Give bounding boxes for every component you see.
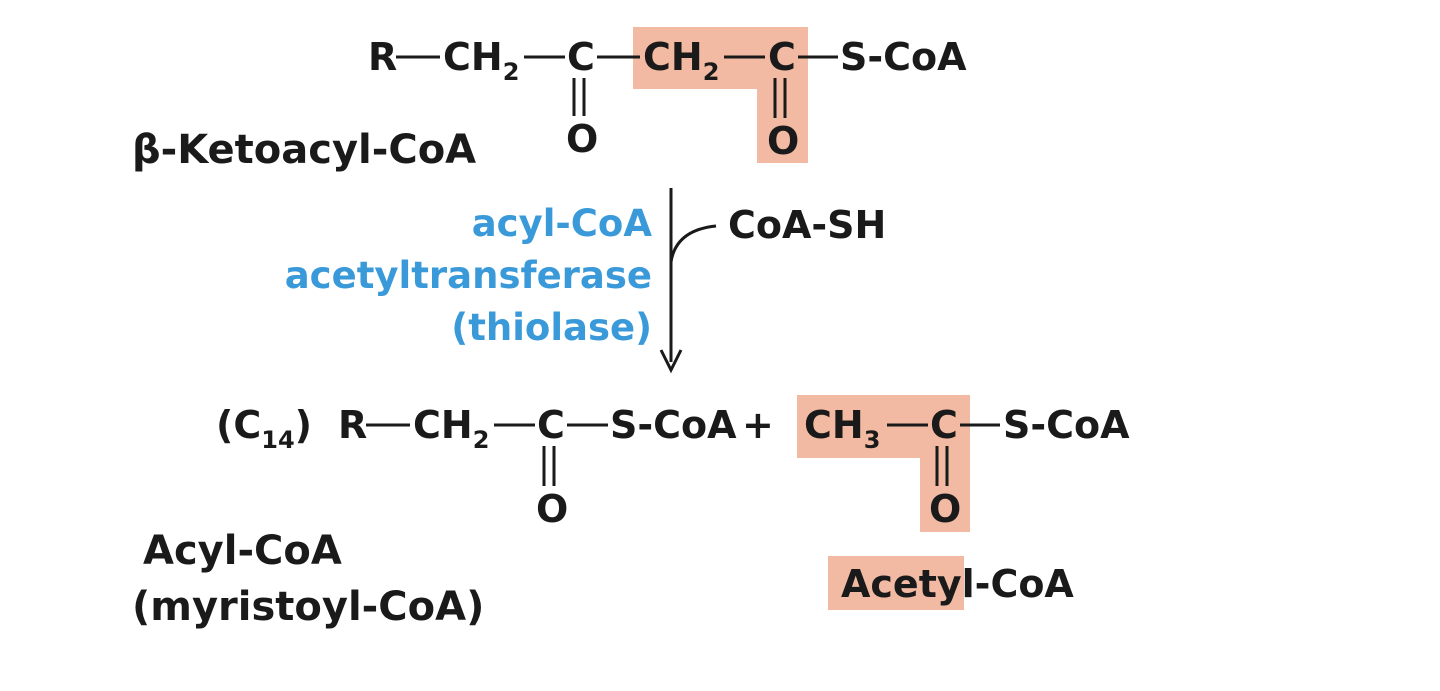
plus-sign: + — [742, 403, 774, 447]
acetyl-scoa: S-CoA — [1003, 403, 1130, 447]
enzyme-name-line3: (thiolase) — [451, 306, 652, 349]
acyl-coa-name: Acyl-CoA — [143, 528, 342, 574]
acyl-coa-structure: R CH2 C O S-CoA — [338, 403, 737, 531]
acyl-o: O — [536, 487, 568, 531]
acyl-scoa: S-CoA — [610, 403, 737, 447]
substrate-o1: O — [566, 117, 598, 161]
substrate-ch2-a: CH2 — [443, 35, 519, 86]
myristoyl-coa-name: (myristoyl-CoA) — [132, 584, 484, 630]
acetyl-coa-name: Acetyl-CoA — [841, 562, 1074, 606]
substrate-ch2-b: CH2 — [643, 35, 719, 86]
coash-curved-arrow — [669, 224, 717, 263]
substrate-c1: C — [567, 35, 595, 79]
substrate-scoa: S-CoA — [840, 35, 967, 79]
reaction-arrowhead — [659, 349, 683, 374]
chain-length-label: (C14) — [216, 403, 312, 454]
acetyl-highlight-box — [797, 395, 970, 532]
acetyl-c: C — [930, 403, 958, 447]
substrate-structure: R CH2 C O CH2 C O S-CoA — [368, 35, 967, 163]
enzyme-name-line1: acyl-CoA — [472, 202, 653, 245]
substrate-highlight-box — [633, 27, 808, 163]
acyl-r: R — [338, 403, 367, 447]
acetyl-label-highlight — [828, 556, 964, 610]
coash-label: CoA-SH — [728, 203, 886, 247]
acyl-c: C — [537, 403, 565, 447]
substrate-name: β-Ketoacyl-CoA — [132, 127, 476, 173]
acetyl-o: O — [929, 487, 961, 531]
substrate-o2: O — [767, 119, 799, 163]
substrate-c2: C — [768, 35, 796, 79]
substrate-r: R — [368, 35, 397, 79]
enzyme-name-line2: acetyltransferase — [285, 254, 652, 297]
acetyl-coa-structure: CH3 C O S-CoA — [804, 403, 1130, 531]
acyl-ch2: CH2 — [413, 403, 489, 454]
acetyl-ch3: CH3 — [804, 403, 880, 454]
enzyme-label: acyl-CoA acetyltransferase (thiolase) — [285, 202, 653, 349]
